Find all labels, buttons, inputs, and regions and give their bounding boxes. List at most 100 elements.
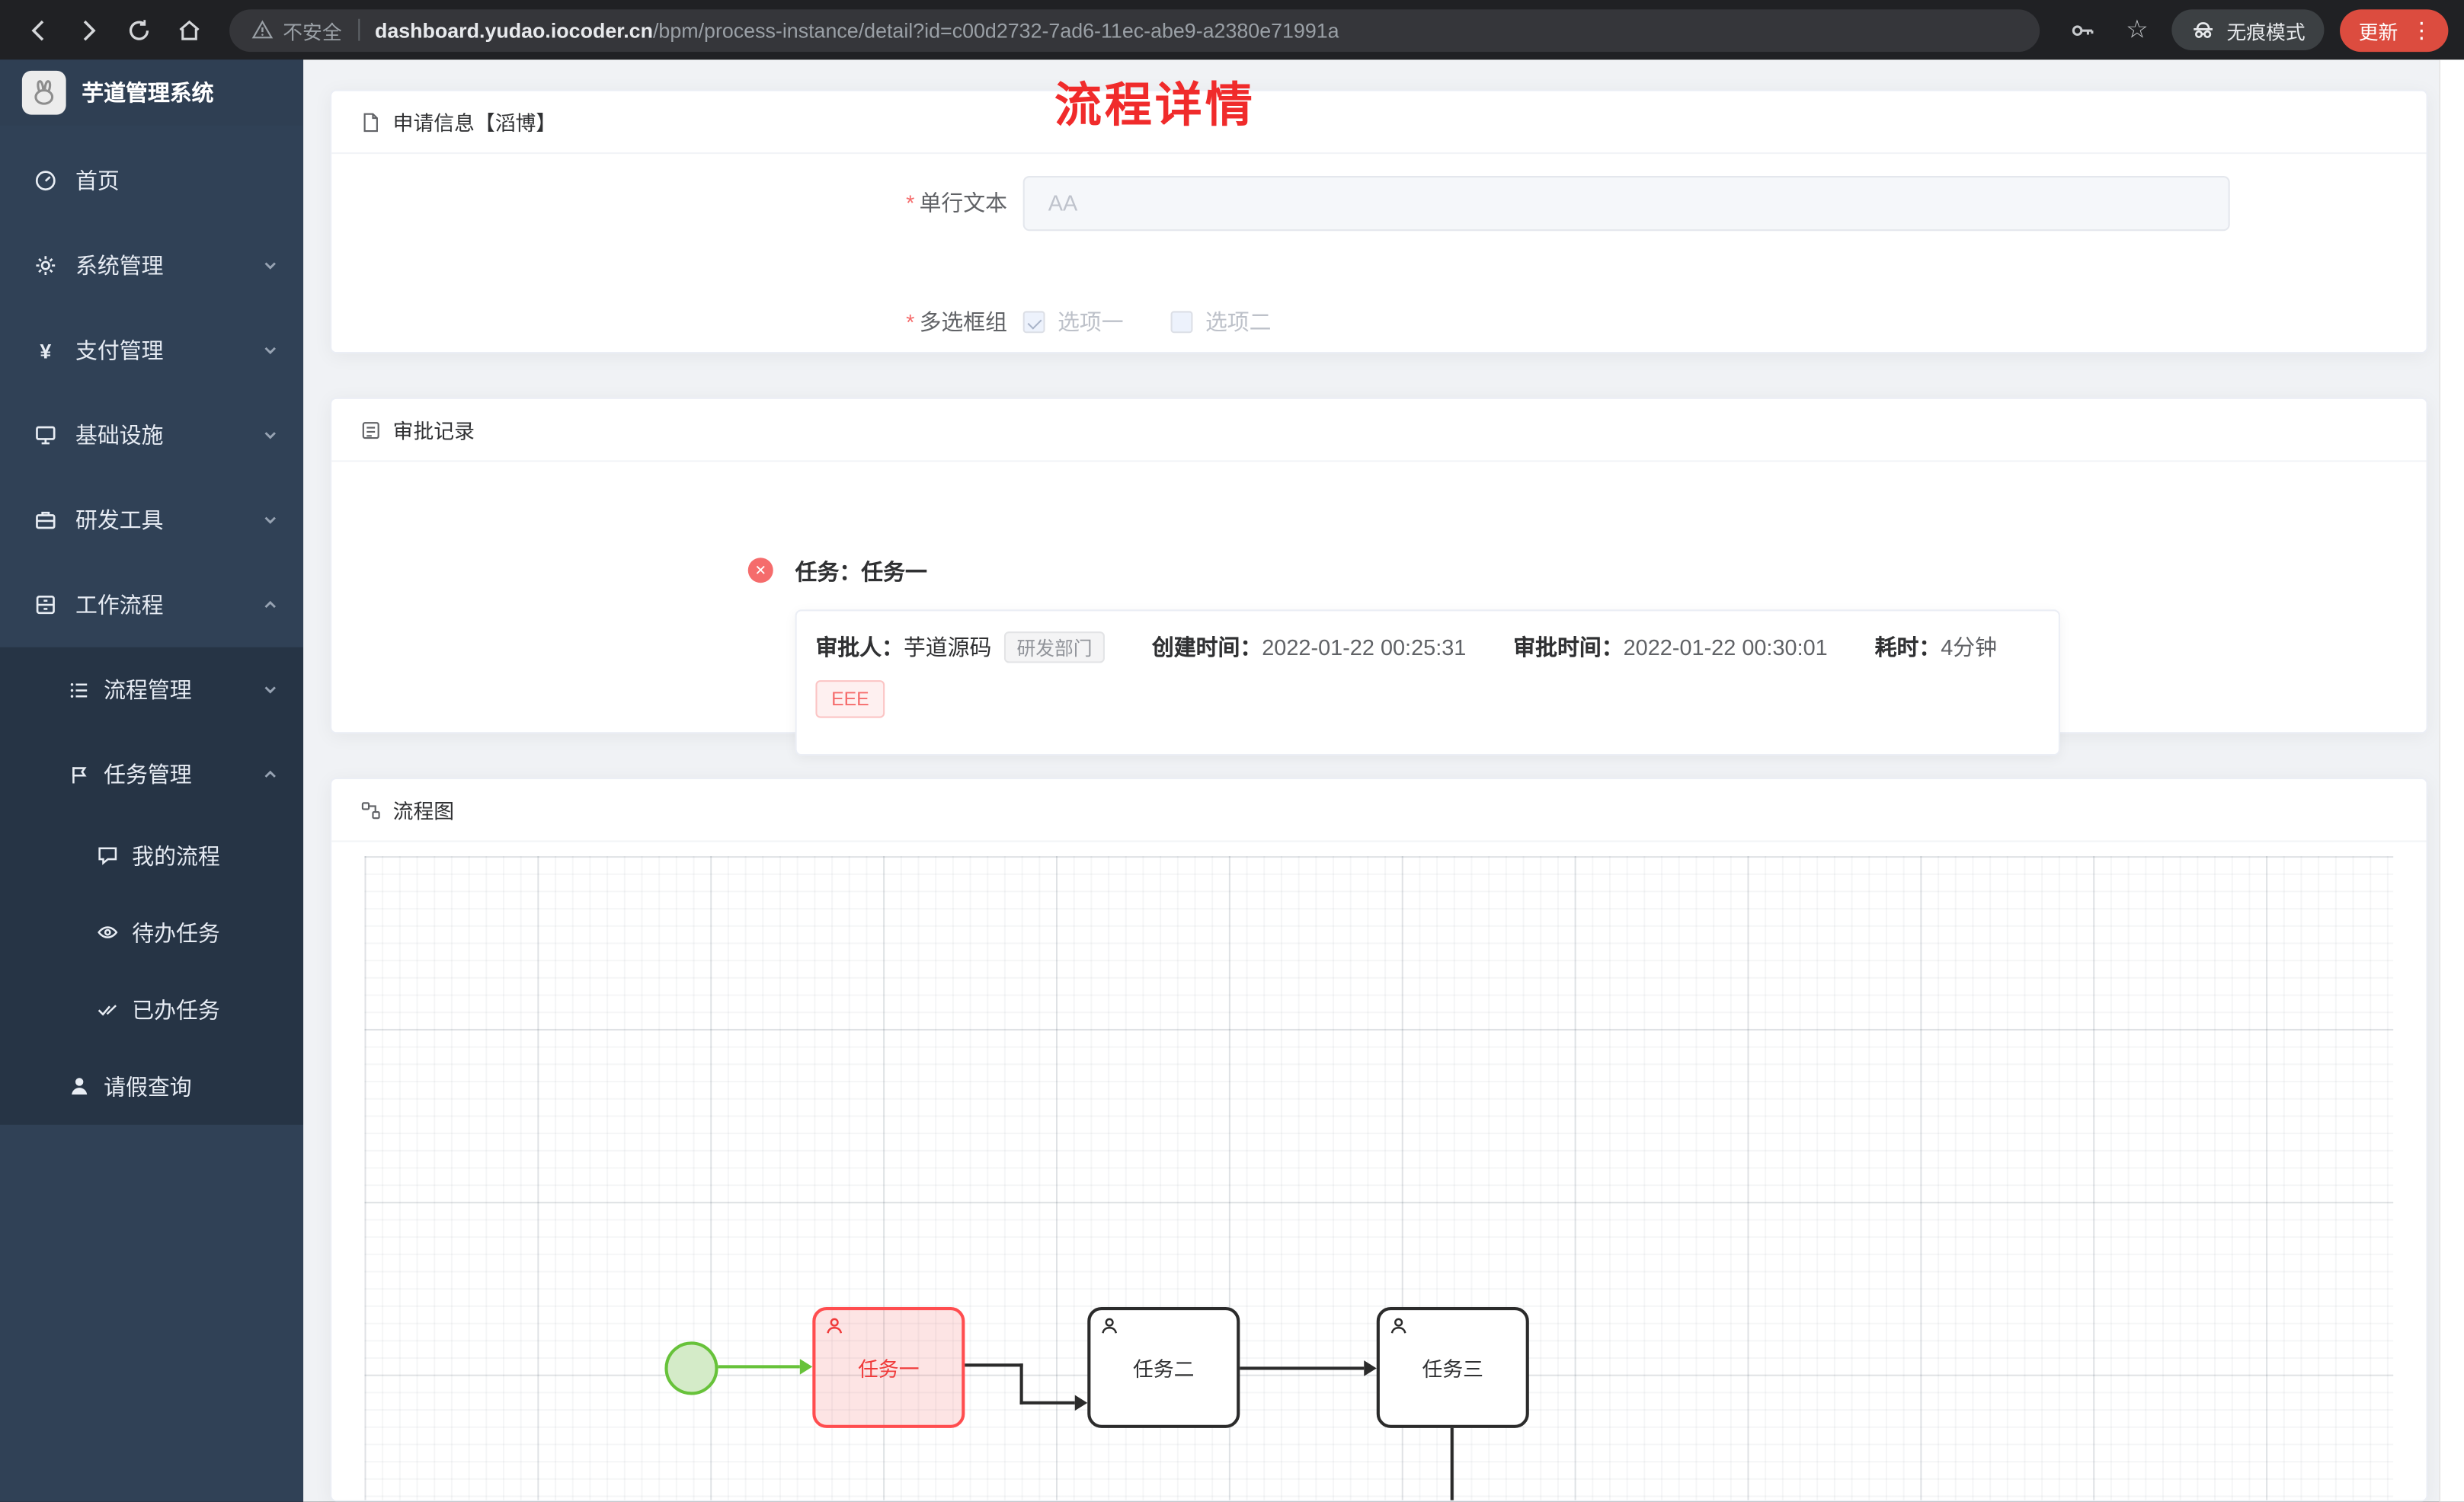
field-label: *多选框组 [906, 309, 1008, 335]
flow-line-seg [965, 1363, 1023, 1367]
flow-line-seg [1019, 1401, 1075, 1405]
diagram-card-title: 流程图 [392, 799, 455, 823]
chevron-down-icon [262, 512, 278, 528]
duration-label: 耗时： [1874, 634, 1941, 660]
form-row-text: *单行文本 AA [331, 174, 2426, 231]
approve-time-label: 审批时间： [1513, 634, 1624, 660]
approver-group: 审批人： 芋道源码 研发部门 [815, 631, 1105, 663]
duration-value: 4分钟 [1941, 634, 1998, 660]
sidebar-item-process-management[interactable]: 流程管理 [0, 647, 303, 732]
approver-name: 芋道源码 [903, 634, 992, 660]
list-icon [66, 677, 91, 702]
password-key-button[interactable] [2065, 11, 2103, 49]
monitor-icon [31, 423, 59, 448]
user-task-icon [825, 1316, 844, 1340]
gear-icon [31, 253, 59, 278]
url-domain: dashboard.yudao.iocoder.cn [374, 18, 653, 42]
sidebar-item-todo-tasks[interactable]: 待办任务 [0, 894, 303, 971]
bpmn-canvas[interactable]: 任务一 任务二 任务三 [364, 856, 2394, 1500]
logo-avatar [21, 70, 66, 115]
forward-arrow-icon [82, 19, 95, 40]
checkbox-group: 选项一 选项二 [1022, 306, 1272, 337]
flow-line-start [718, 1365, 800, 1369]
sidebar-item-system[interactable]: 系统管理 [0, 223, 303, 308]
site-security[interactable]: 不安全 [251, 15, 342, 45]
rabbit-icon [34, 80, 54, 105]
home-button[interactable] [167, 8, 211, 52]
task-node-label: 任务二 [1133, 1357, 1195, 1381]
omnibox-divider [357, 18, 360, 41]
single-line-text-input[interactable]: AA [1022, 174, 2230, 231]
flow-line-down [1450, 1427, 1454, 1500]
record-icon [362, 421, 379, 439]
task-status-error-icon: ✕ [747, 558, 773, 583]
home-icon [178, 19, 199, 40]
create-time-value: 2022-01-22 00:25:31 [1262, 634, 1467, 660]
security-label: 不安全 [283, 21, 342, 43]
task-node-1[interactable]: 任务一 [812, 1307, 965, 1428]
approver-label: 审批人： [815, 634, 904, 660]
checkbox-option-2[interactable]: 选项二 [1170, 306, 1272, 337]
key-icon [2072, 24, 2094, 35]
checkbox-option-1[interactable]: 选项一 [1022, 306, 1124, 337]
vertical-scrollbar[interactable] [2439, 59, 2464, 1502]
chrome-update-button[interactable]: 更新 ⋮ [2340, 8, 2449, 52]
required-star: * [906, 309, 915, 335]
apply-card-header: 申请信息【滔博】 [331, 91, 2427, 155]
sidebar-item-label: 工作流程 [75, 592, 164, 618]
approval-reason-tag: EEE [815, 680, 885, 718]
approval-card-header: 审批记录 [331, 399, 2427, 462]
checkbox-icon[interactable] [1022, 311, 1045, 334]
back-arrow-icon [30, 19, 43, 40]
create-time-label: 创建时间： [1151, 634, 1262, 660]
sidebar-item-payment[interactable]: ¥ 支付管理 [0, 308, 303, 392]
document-icon [363, 112, 378, 132]
chevron-down-icon [262, 257, 278, 273]
flow-arrowhead [1364, 1360, 1377, 1376]
incognito-icon [2194, 22, 2213, 39]
user-task-icon [1100, 1316, 1119, 1340]
approve-time-value: 2022-01-22 00:30:01 [1623, 634, 1828, 660]
sidebar-item-label: 任务管理 [104, 762, 192, 788]
task-node-2[interactable]: 任务二 [1087, 1307, 1240, 1428]
start-event-node[interactable] [664, 1341, 718, 1395]
sidebar-item-infrastructure[interactable]: 基础设施 [0, 393, 303, 478]
page-title: 流程详情 [1054, 80, 1256, 133]
reload-button[interactable] [117, 8, 161, 52]
toolbox-icon [31, 507, 59, 532]
bookmark-star-button[interactable]: ☆ [2118, 11, 2156, 49]
sidebar-item-task-management[interactable]: 任务管理 [0, 732, 303, 817]
diagram-icon [361, 801, 380, 819]
checkbox-label: 选项一 [1058, 309, 1124, 335]
sidebar-item-devtools[interactable]: 研发工具 [0, 478, 303, 562]
flag-icon [66, 762, 91, 787]
sidebar-item-my-process[interactable]: 我的流程 [0, 817, 303, 894]
approval-card-title: 审批记录 [392, 419, 475, 443]
app-logo[interactable]: 芋道管理系统 [0, 59, 304, 126]
sidebar-item-home[interactable]: 首页 [0, 139, 303, 223]
dashboard-icon [31, 168, 59, 193]
forward-button[interactable] [66, 8, 110, 52]
browser-menu-icon[interactable]: ⋮ [2410, 16, 2433, 42]
task-node-3[interactable]: 任务三 [1376, 1307, 1529, 1428]
flow-arrowhead [799, 1359, 813, 1375]
required-star: * [906, 190, 915, 216]
approval-timeline: ✕ 任务：任务一 审批人： 芋道源码 研发部门 创建时间： 2022-01-22 [331, 462, 2426, 756]
sidebar-item-label: 待办任务 [132, 919, 220, 945]
task-node-label: 任务三 [1422, 1357, 1483, 1381]
chevron-down-icon [262, 427, 278, 443]
address-bar[interactable]: 不安全 dashboard.yudao.iocoder.cn/bpm/proce… [229, 8, 2040, 52]
checkbox-label: 选项二 [1205, 309, 1272, 335]
back-button[interactable] [16, 8, 60, 52]
approve-time-group: 审批时间： 2022-01-22 00:30:01 [1513, 631, 1828, 663]
url-text[interactable]: dashboard.yudao.iocoder.cn/bpm/process-i… [375, 18, 1339, 42]
flow-line-seg [1240, 1366, 1365, 1370]
checkbox-icon[interactable] [1170, 311, 1193, 334]
task-node-label: 任务一 [858, 1357, 920, 1381]
approval-detail-line: 审批人： 芋道源码 研发部门 创建时间： 2022-01-22 00:25:31… [815, 631, 2040, 663]
sidebar-item-workflow[interactable]: 工作流程 [0, 562, 303, 647]
yen-icon: ¥ [40, 338, 52, 363]
eye-icon [94, 920, 120, 945]
sidebar-item-leave-query[interactable]: 请假查询 [0, 1048, 303, 1125]
sidebar-item-done-tasks[interactable]: 已办任务 [0, 971, 303, 1048]
